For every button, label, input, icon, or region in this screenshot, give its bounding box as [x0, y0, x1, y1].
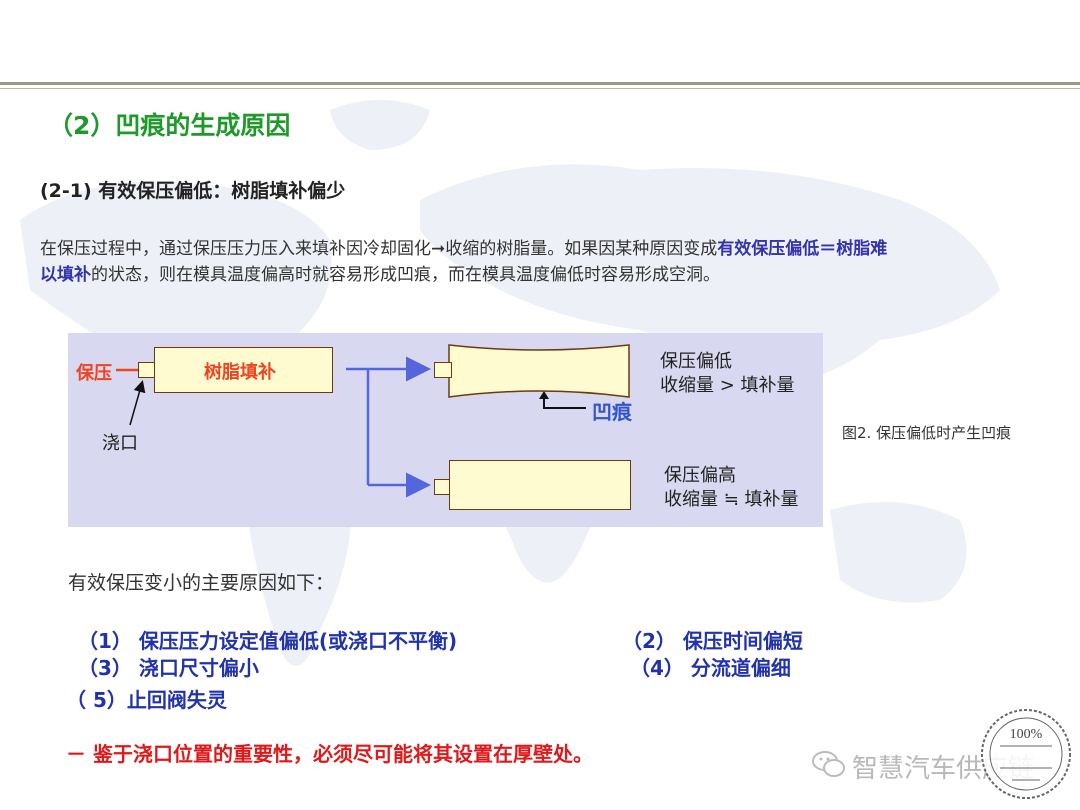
- warning-note: － 鉴于浇口位置的重要性，必须尽可能将其设置在厚壁处。: [66, 742, 593, 766]
- header-rule: [0, 82, 1080, 85]
- resin-fill-label: 树脂填补: [204, 362, 276, 383]
- stamp-label: 100%: [1010, 727, 1043, 742]
- dent-pointer-head: [539, 391, 549, 399]
- cause-item: （ 5）止回阀失灵: [66, 688, 227, 712]
- dent-label: 凹痕: [592, 400, 632, 424]
- subsection-title: (2-1) 有效保压偏低：树脂填补偏少: [40, 180, 346, 202]
- gate-square-top: [434, 362, 452, 378]
- explanation-paragraph: 在保压过程中，通过保压压力压入来填补因冷却固化➞收缩的树脂量。如果因某种原因变成…: [40, 236, 890, 288]
- cause-item: （2） 保压时间偏短: [622, 629, 803, 653]
- high-pressure-condition: 收缩量 ≒ 填补量: [664, 489, 799, 510]
- paragraph-part2: 的状态，则在模具温度偏高时就容易形成凹痕，而在模具温度偏低时容易形成空洞。: [91, 265, 720, 285]
- low-pressure-condition: 收缩量 > 填补量: [660, 375, 795, 396]
- cause-item: （4） 分流道偏细: [630, 656, 791, 680]
- figure-caption: 图2. 保压偏低时产生凹痕: [842, 424, 1012, 442]
- dented-part-outline: [448, 344, 630, 398]
- low-pressure-label: 保压偏低: [660, 351, 732, 372]
- pressure-label: 保压: [76, 363, 112, 384]
- cause-item: （3） 浇口尺寸偏小: [78, 656, 259, 680]
- resin-fill-part: [154, 347, 333, 393]
- paragraph-part1: 在保压过程中，通过保压压力压入来填补因冷却固化➞收缩的树脂量。如果因某种原因变成: [40, 239, 718, 259]
- seal-stamp: 100%: [981, 709, 1071, 799]
- dent-pointer: [543, 395, 586, 409]
- paragraph-emphasis: 有效保压偏低＝树脂难以填补: [40, 239, 888, 285]
- cause-item: （1） 保压压力设定值偏低(或浇口不平衡): [78, 629, 458, 653]
- section-title: （2）凹痕的生成原因: [48, 111, 291, 140]
- normal-part: [449, 460, 631, 510]
- gate-pointer-arrow: [129, 380, 146, 426]
- causes-title: 有效保压变小的主要原因如下：: [68, 572, 335, 594]
- dent-mechanism-diagram: 保压 树脂填补 浇口 凹痕 保压偏低 收缩量 > 填补量 保压偏高 收缩量 ≒ …: [68, 333, 823, 527]
- high-pressure-label: 保压偏高: [664, 465, 736, 486]
- gate-label: 浇口: [102, 433, 138, 454]
- wechat-icon: [812, 751, 845, 777]
- header-rule-thin: [0, 88, 1080, 89]
